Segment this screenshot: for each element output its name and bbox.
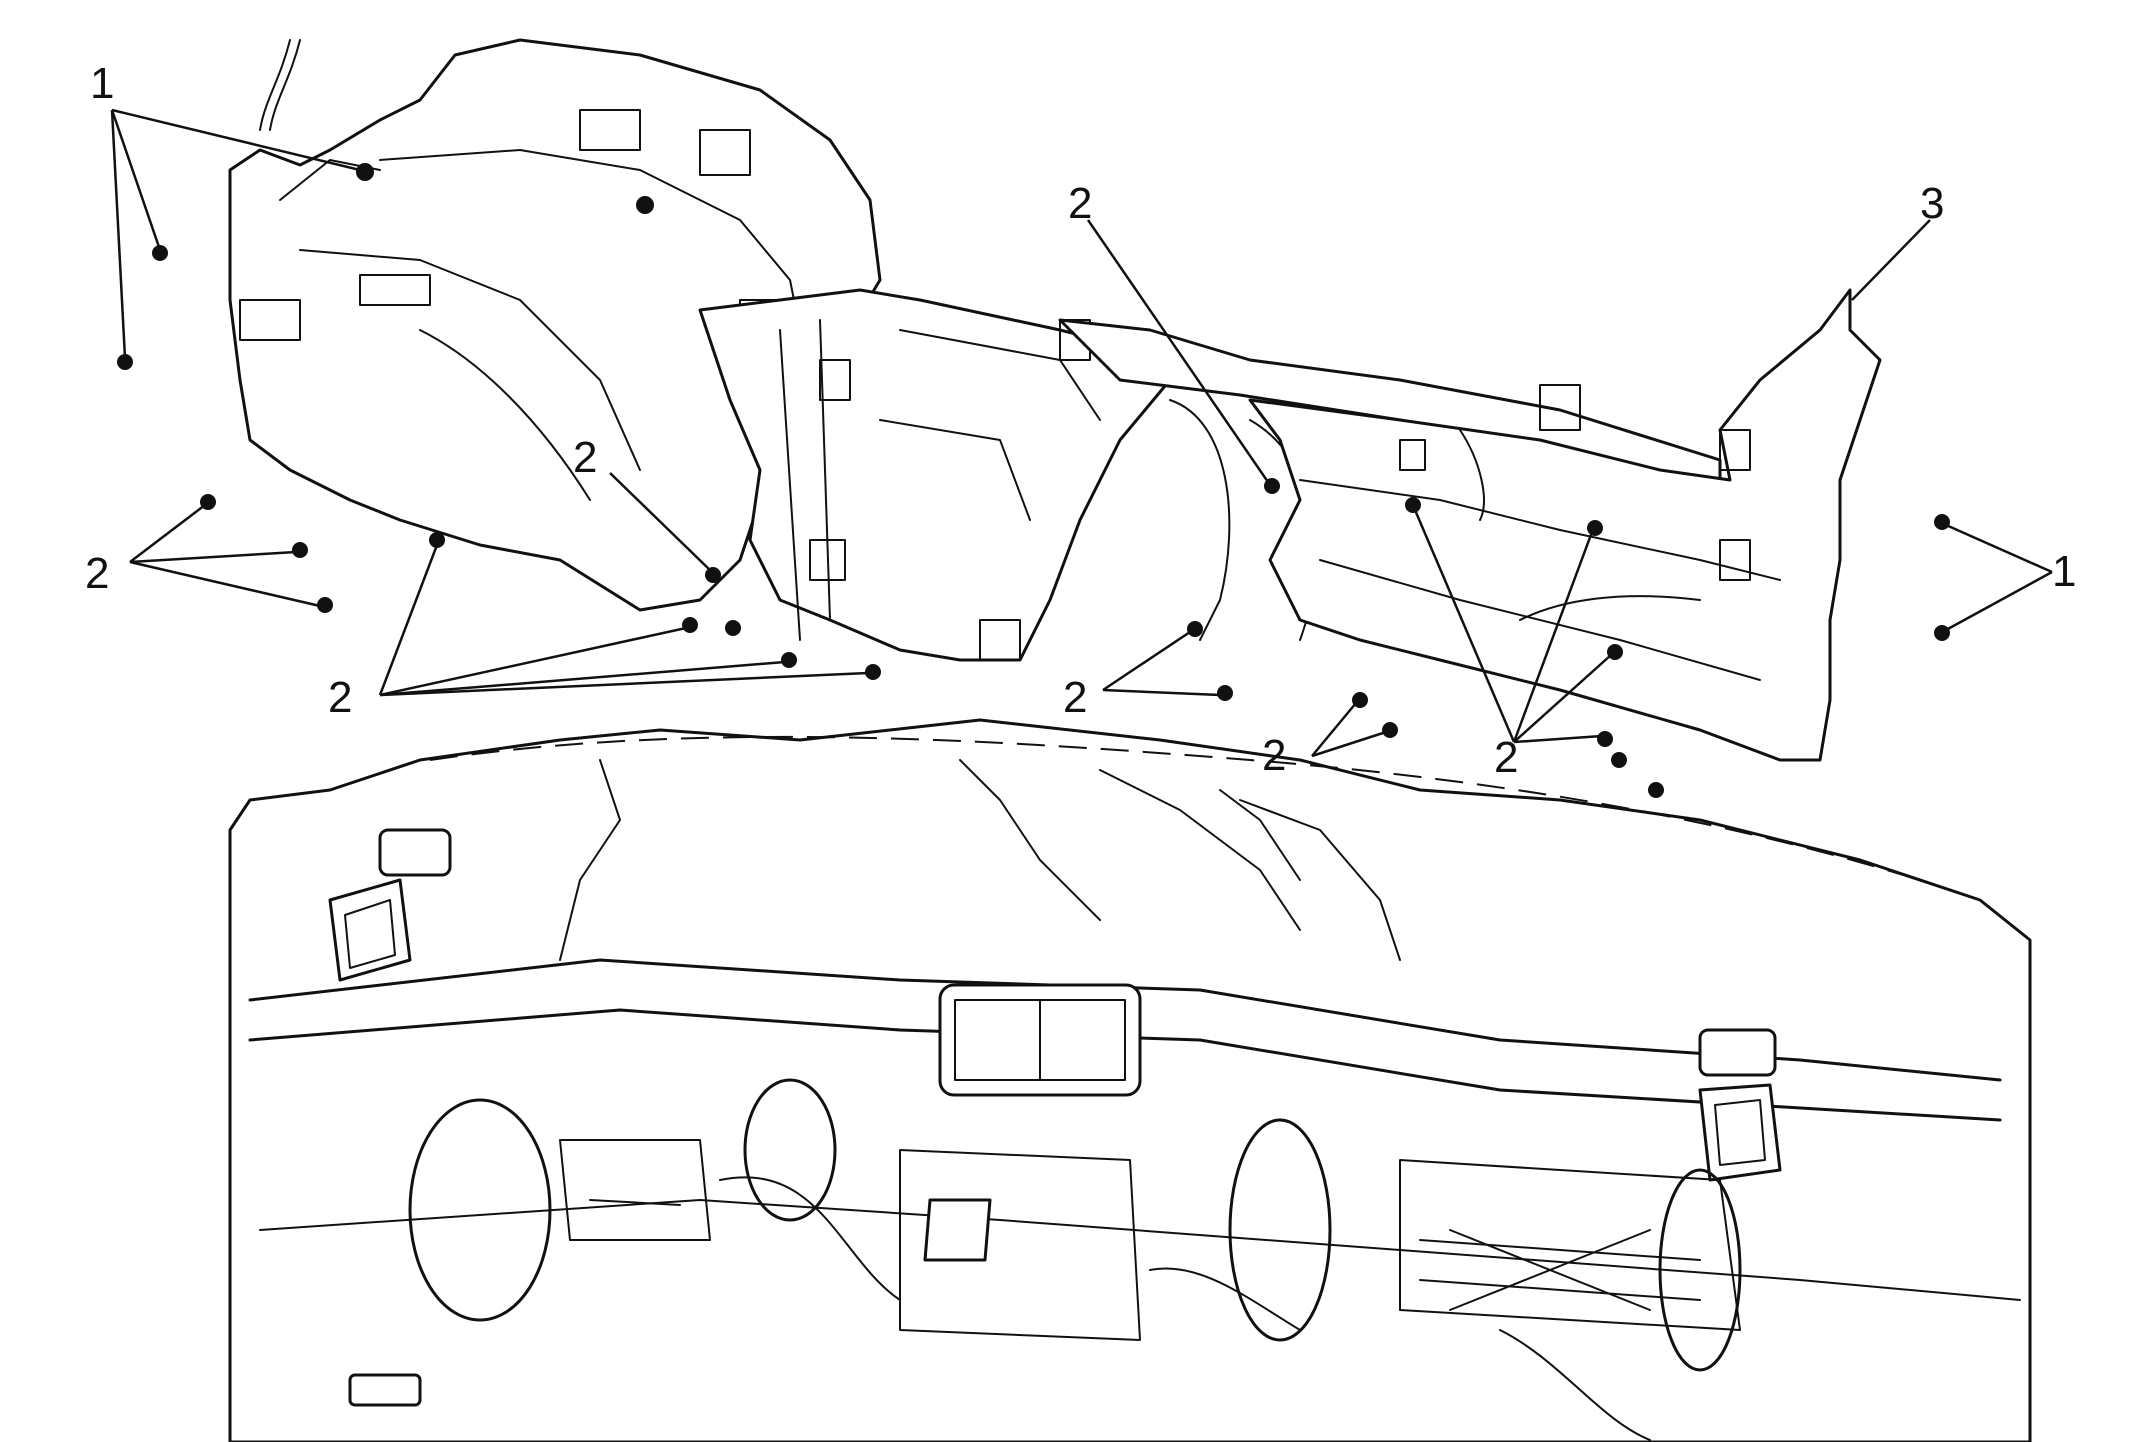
center-bracket <box>698 288 1172 662</box>
leader-lines <box>110 108 2053 758</box>
callout-1-right: 1 <box>2052 547 2076 596</box>
callout-1-left: 1 <box>90 59 114 108</box>
callout-labels: 1 2 2 2 2 2 2 2 3 1 <box>85 59 2076 782</box>
callout-2-mid-low: 2 <box>1063 673 1087 722</box>
callout-2-left-b: 2 <box>573 433 597 482</box>
callout-2-center-top: 2 <box>1068 179 1092 228</box>
right-side-bracket <box>1248 288 1882 762</box>
callout-2-left-a: 2 <box>85 549 109 598</box>
lower-dash-assembly <box>228 718 2032 1442</box>
callout-3-right: 3 <box>1920 179 1944 228</box>
upper-reinforcement-assembly <box>228 38 1882 762</box>
callout-2-right-low: 2 <box>1494 733 1518 782</box>
callout-2-left-c: 2 <box>328 673 352 722</box>
right-vent <box>1698 1083 1782 1182</box>
callout-2-mid-low2: 2 <box>1262 731 1286 780</box>
